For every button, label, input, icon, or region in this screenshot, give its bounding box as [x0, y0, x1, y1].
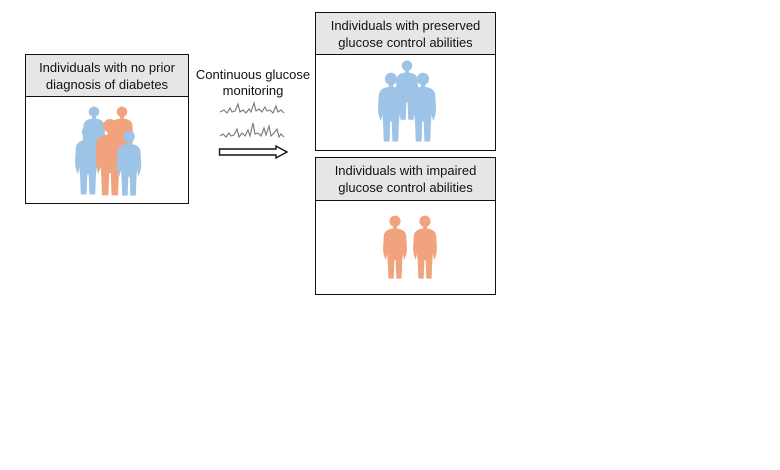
preserved-title-line-1: Individuals with preserved [330, 17, 481, 33]
preserved-panel-title: Individuals with preserved glucose contr… [331, 17, 481, 51]
preserved-panel-header: Individuals with preserved glucose contr… [316, 13, 495, 55]
cgm-label-line-2: monitoring [222, 83, 284, 98]
glucose-trace-icon [219, 101, 285, 139]
impaired-panel-header: Individuals with impaired glucose contro… [316, 158, 495, 201]
impaired-title-line-1: Individuals with impaired [334, 163, 477, 178]
cgm-label-line-1: Continuous glucose [195, 67, 311, 82]
source-population-panel: Individuals with no prior diagnosis of d… [25, 54, 189, 204]
people-group-icon [75, 106, 142, 196]
impaired-control-panel: Individuals with impaired glucose contro… [315, 157, 496, 295]
source-title-line-1: Individuals with no prior [39, 59, 175, 75]
impaired-title-line-2: glucose control abilities [338, 180, 473, 195]
source-panel-header: Individuals with no prior diagnosis of d… [26, 55, 188, 97]
impaired-panel-title: Individuals with impaired glucose contro… [335, 162, 477, 196]
preserved-title-line-2: glucose control abilities [338, 34, 473, 50]
people-group-icon [378, 60, 436, 142]
source-title-line-2: diagnosis of diabetes [45, 76, 169, 92]
people-pair-icon [383, 215, 437, 279]
source-panel-title: Individuals with no prior diagnosis of d… [39, 59, 175, 93]
preserved-control-panel: Individuals with preserved glucose contr… [315, 12, 496, 151]
arrow-right-icon [218, 144, 289, 160]
cgm-label: Continuous glucose monitoring [193, 67, 313, 99]
